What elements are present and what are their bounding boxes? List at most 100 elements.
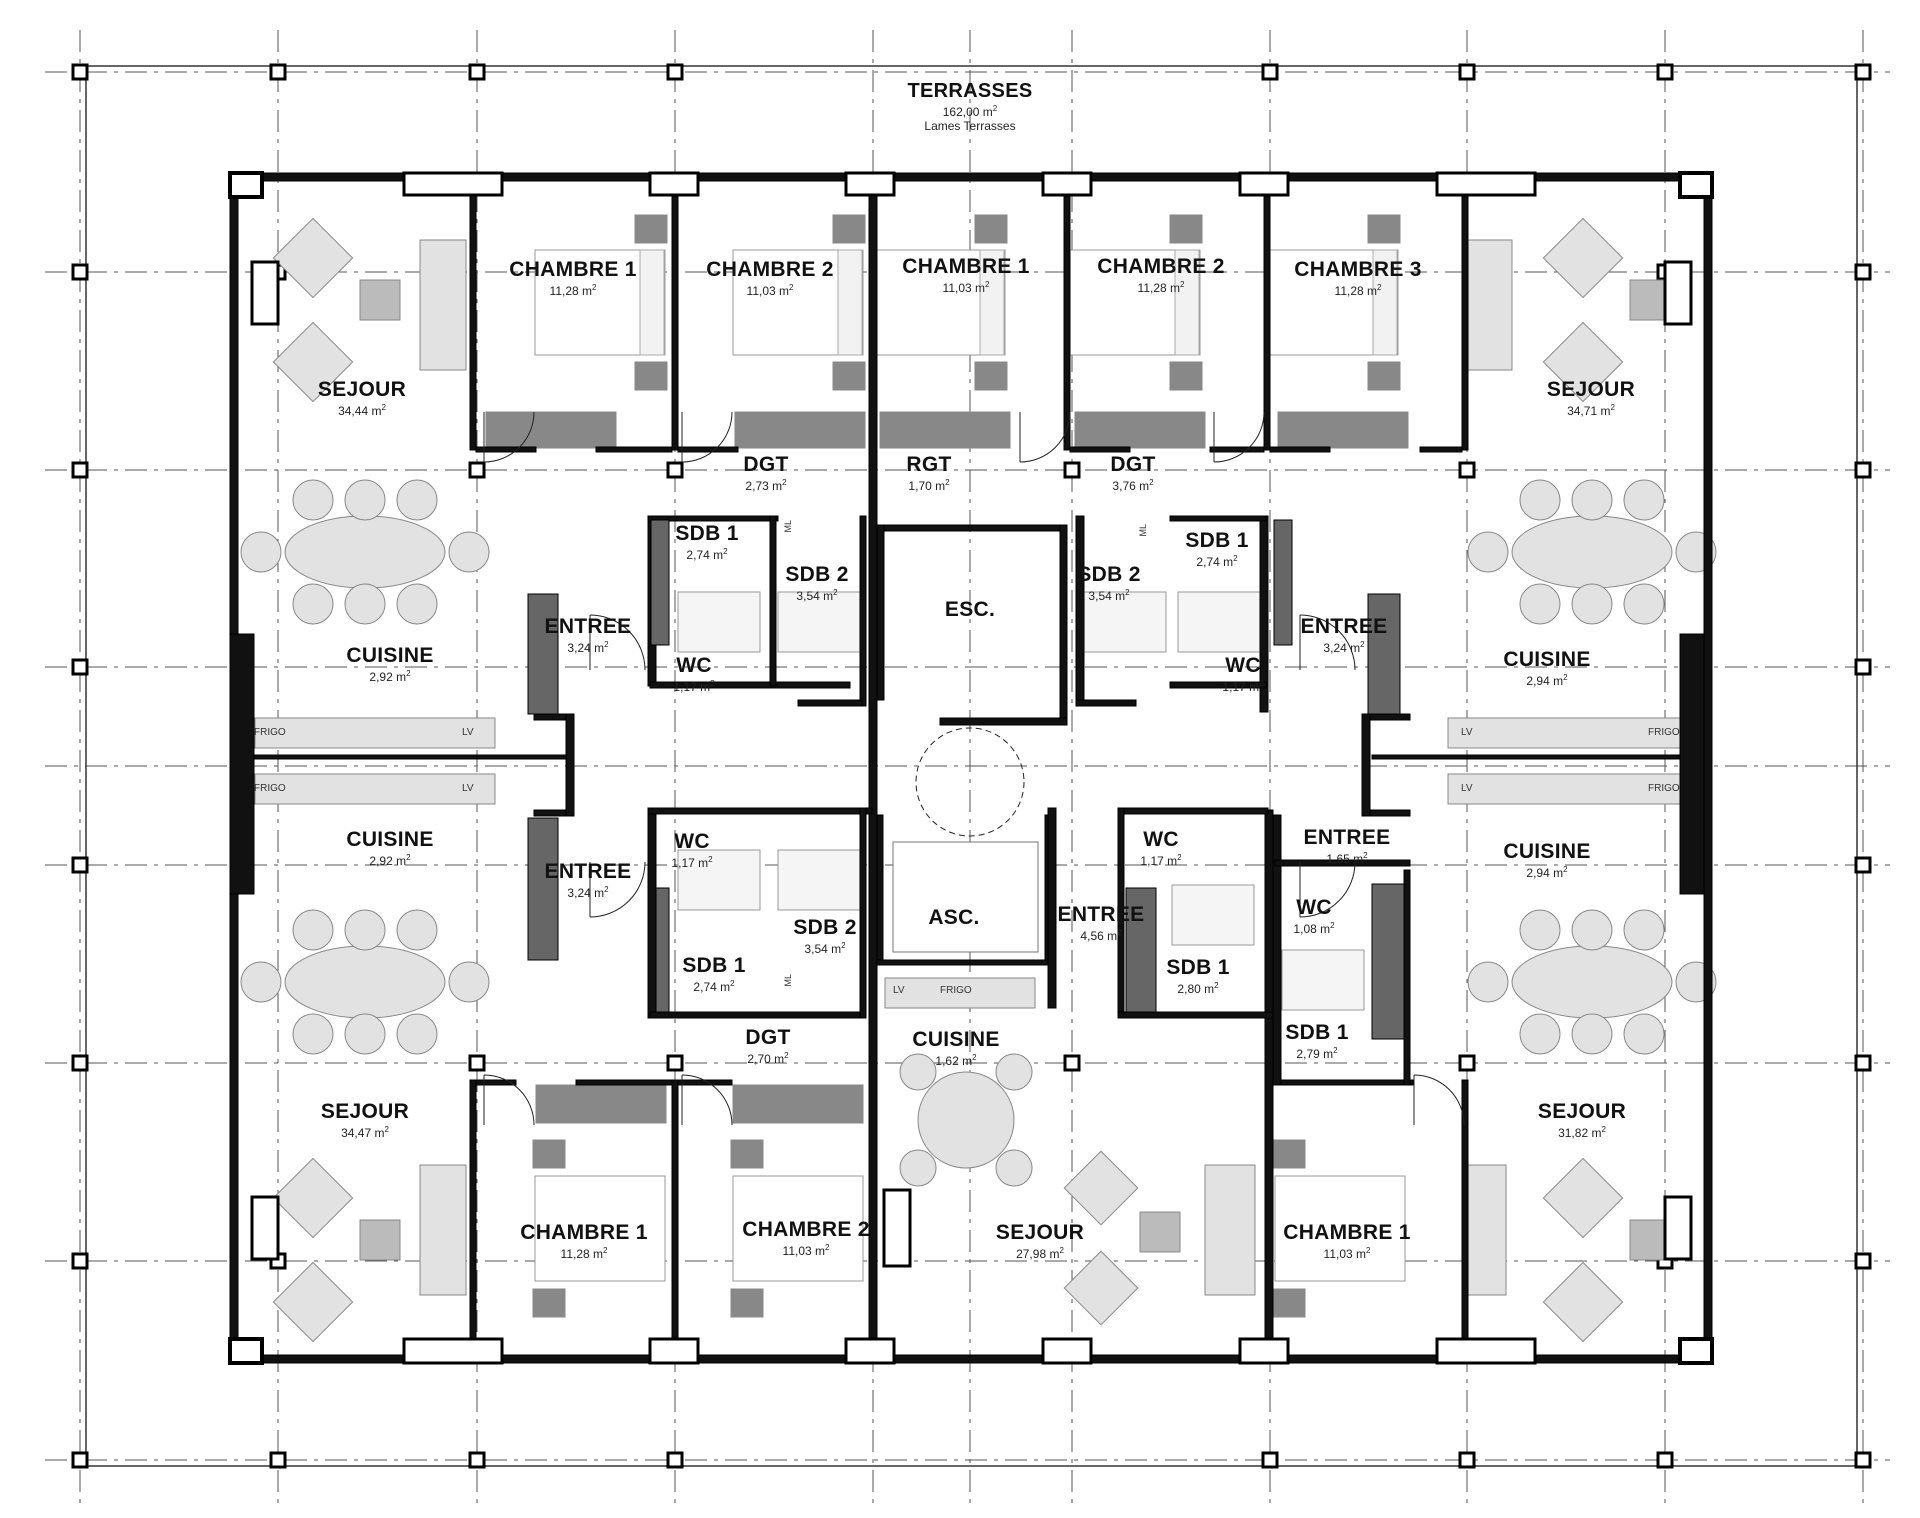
dining-table <box>1511 515 1673 589</box>
room-area: 3,24 m2 <box>567 885 609 901</box>
corner-pier <box>1678 171 1714 199</box>
dining-chair <box>1519 909 1561 951</box>
nightstand <box>532 1288 566 1318</box>
armchair <box>1063 1150 1139 1226</box>
window <box>1663 1195 1693 1261</box>
fixture-lv-nw: LV <box>462 727 474 738</box>
nightstand <box>634 361 668 391</box>
wall-segment <box>876 959 1052 966</box>
armchair <box>272 1261 354 1343</box>
kitchen-counter <box>1447 773 1689 805</box>
column <box>1854 1451 1872 1469</box>
wall-segment <box>1169 515 1267 522</box>
dining-chair <box>1467 961 1509 1003</box>
coffee-table <box>359 279 401 321</box>
wardrobe <box>1074 411 1206 449</box>
nightstand <box>730 1288 764 1318</box>
room-name: SDB 1 <box>1285 1021 1349 1044</box>
wall-segment <box>647 807 873 815</box>
wall-segment <box>677 446 739 453</box>
nightstand <box>974 214 1008 244</box>
shower-tray <box>777 591 861 653</box>
entree-cabinet <box>1367 593 1401 715</box>
room-area: 4,56 m2 <box>1080 928 1122 944</box>
dining-chair <box>1571 583 1613 625</box>
terrace-name: TERRASSES <box>907 80 1033 102</box>
column <box>1854 1054 1872 1072</box>
nightstand <box>634 214 668 244</box>
dining-chair <box>1571 479 1613 521</box>
wardrobe <box>485 411 617 449</box>
wardrobe <box>734 411 866 449</box>
armchair <box>272 217 354 299</box>
nightstand <box>532 1139 566 1169</box>
room-area: 1,17 m2 <box>1222 679 1264 695</box>
room-area: 3,24 m2 <box>1323 640 1365 656</box>
furniture <box>240 214 1717 1343</box>
wall-segment <box>647 807 657 1019</box>
column <box>468 63 486 81</box>
wall-segment <box>671 1079 679 1346</box>
room-name: SEJOUR <box>320 1100 410 1123</box>
room-area: 1,17 m2 <box>673 679 715 695</box>
wall-segment <box>649 681 851 689</box>
window <box>1435 171 1537 197</box>
coffee-table <box>1629 1219 1671 1261</box>
wall-segment <box>1047 807 1057 1009</box>
room-name: CHAMBRE 2 <box>742 1218 870 1241</box>
room-area: 11,03 m2 <box>782 1243 830 1259</box>
wall-segment <box>1679 633 1705 895</box>
wall-segment <box>1063 194 1071 451</box>
wall-segment <box>1369 713 1411 721</box>
room-area: 11,28 m2 <box>1334 283 1382 299</box>
room-name: WC <box>1143 828 1179 851</box>
doors <box>483 411 1465 1126</box>
room-area: 34,44 m2 <box>338 403 386 419</box>
walls <box>228 171 1714 1365</box>
room-area: 1,08 m2 <box>1293 921 1335 937</box>
room-label-sdb1-se: SDB 1 2,79 m2 <box>1285 1021 1348 1062</box>
armchair <box>1542 321 1624 403</box>
room-area: 2,74 m2 <box>693 979 735 995</box>
door-swing <box>1213 411 1265 463</box>
shower-tray <box>677 591 761 653</box>
bath-cabinet <box>650 519 670 646</box>
dining-chair <box>1571 909 1613 951</box>
room-name: RGT <box>906 453 952 476</box>
dining-chair <box>1467 531 1509 573</box>
nightstand <box>1169 214 1203 244</box>
wall-segment <box>1272 814 1282 1086</box>
column <box>71 856 89 874</box>
window <box>402 171 504 197</box>
room-area: 2,79 m2 <box>1296 1046 1338 1062</box>
pillow <box>1372 249 1398 356</box>
room-area: 2,92 m2 <box>369 669 411 685</box>
armchair <box>1063 1250 1139 1326</box>
room-area: 3,54 m2 <box>796 588 838 604</box>
armchair <box>1542 1157 1624 1239</box>
room-name: ENTREE <box>544 860 632 883</box>
pillow <box>639 249 665 356</box>
window <box>1238 1337 1290 1365</box>
wall-segment <box>1117 807 1269 815</box>
wall-segment <box>1361 713 1371 817</box>
column <box>1261 1451 1279 1469</box>
room-name: ENTREE <box>544 615 632 638</box>
room-name: CUISINE <box>912 1028 1000 1051</box>
wall-segment <box>1419 446 1463 453</box>
